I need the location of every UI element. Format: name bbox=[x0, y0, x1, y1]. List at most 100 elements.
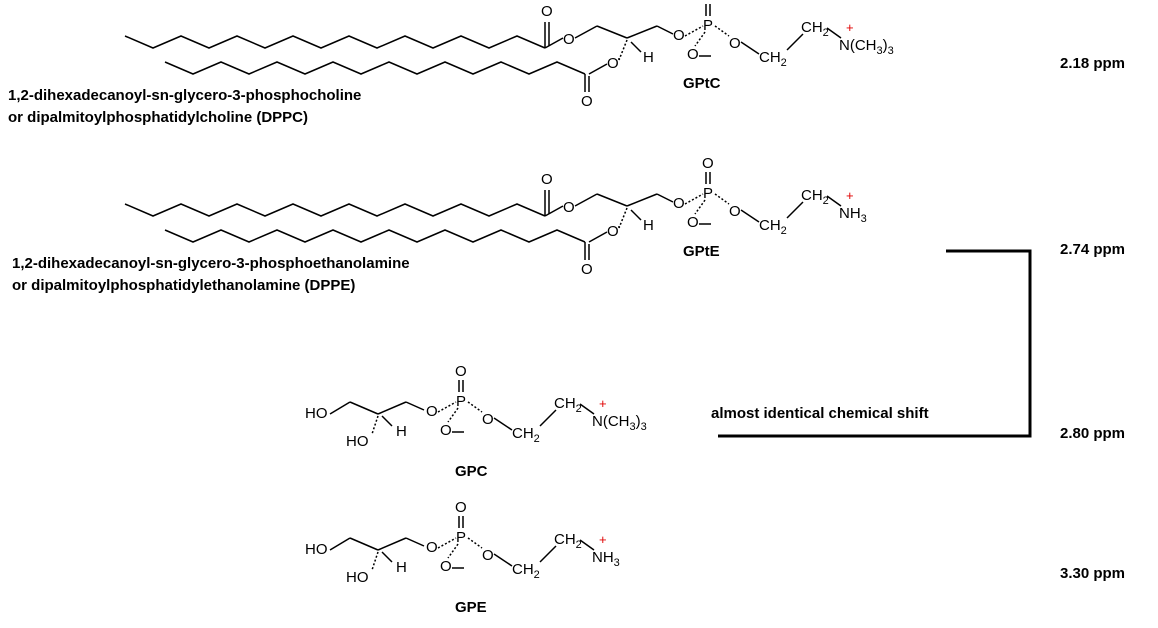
dppe-ch2-ch2-bond bbox=[786, 201, 804, 219]
gpe-plus-charge: + bbox=[599, 532, 607, 547]
gpc-c2-bond bbox=[349, 401, 379, 415]
dppc-p-ominus-bond bbox=[694, 31, 706, 47]
dppc-sn1-ester-bond bbox=[544, 37, 564, 49]
gpe-phosphoryl-o: O bbox=[455, 499, 467, 516]
dppe-name-line2: or dipalmitoylphosphatidylethanolamine (… bbox=[12, 277, 355, 294]
dppe-sn1-ester-o: O bbox=[563, 199, 575, 216]
dppc-o-ch2-bond bbox=[740, 41, 760, 55]
dppe-glycerol-o-bond bbox=[656, 193, 674, 203]
gpc-phosphoester-o: O bbox=[426, 403, 438, 420]
dppe-cation-group: NH3 bbox=[839, 205, 867, 225]
dppc-phosphoester-o: O bbox=[673, 27, 685, 44]
dppe-ch2-upper: CH2 bbox=[801, 187, 829, 207]
dppe-chemical-shift: 2.74 ppm bbox=[1060, 241, 1125, 258]
dppe-sn2-carbonyl-o: O bbox=[581, 261, 593, 278]
dppe-phosphoester-o: O bbox=[673, 195, 685, 212]
gpc-cation-group: N(CH3)3 bbox=[592, 413, 647, 433]
dppc-sn1-carbonyl-o: O bbox=[541, 3, 553, 20]
dppc-choline-o: O bbox=[729, 35, 741, 52]
dppe-o-ch2-bond bbox=[740, 209, 760, 223]
dppe-name-line1: 1,2-dihexadecanoyl-sn-glycero-3-phosphoe… bbox=[12, 255, 410, 272]
gpe-ch2-upper: CH2 bbox=[554, 531, 582, 551]
dppc-chemical-shift: 2.18 ppm bbox=[1060, 55, 1125, 72]
dppe-ch2-n-bond bbox=[826, 195, 842, 207]
gpe-p-ominus-bond bbox=[447, 543, 459, 559]
gpe-p-o-ester-bond bbox=[467, 537, 483, 549]
gpc-p-o-dashed-bond bbox=[437, 401, 457, 413]
gpc-c3-bond bbox=[377, 401, 407, 415]
dppc-sn2-ester-bond bbox=[588, 63, 608, 75]
dppc-phosphate-o-minus: O bbox=[687, 46, 699, 63]
dppe-structure: OOHOOOPOOOCH2CH2NH3+GPtE1,2-dihexadecano… bbox=[12, 155, 867, 294]
dppe-phosphorus: P bbox=[703, 185, 713, 202]
gpc-ch2-n-bond bbox=[579, 403, 595, 415]
gpe-cation-group: NH3 bbox=[592, 549, 620, 569]
gpe-phosphate-o-minus: O bbox=[440, 558, 452, 575]
dppc-sn1-ester-o: O bbox=[563, 31, 575, 48]
gpc-p-o-ester-bond bbox=[467, 401, 483, 413]
gpc-chemical-shift: 2.80 ppm bbox=[1060, 425, 1125, 442]
dppc-glycerol-c2 bbox=[596, 25, 628, 39]
gpe-o-bond bbox=[405, 537, 425, 547]
dppc-glycerol-c3 bbox=[626, 25, 658, 39]
gpc-o-bond bbox=[405, 401, 425, 411]
dppc-phosphorus: P bbox=[703, 17, 713, 34]
dppc-ch2-ch2-bond bbox=[786, 33, 804, 51]
gpc-plus-charge: + bbox=[599, 396, 607, 411]
gpe-c2-bond bbox=[349, 537, 379, 551]
gpe-ch2-lower: CH2 bbox=[512, 561, 540, 581]
dppe-phosphoryl-o: O bbox=[702, 155, 714, 172]
gpc-ch2-upper: CH2 bbox=[554, 395, 582, 415]
gpe-abbreviation: GPE bbox=[455, 599, 487, 616]
dppe-abbreviation: GPtE bbox=[683, 243, 720, 260]
dppe-glycerol-c3 bbox=[626, 193, 658, 207]
gpe-phosphorus: P bbox=[456, 529, 466, 546]
gpe-ch2-ch2-bond bbox=[539, 545, 557, 563]
dppe-phosphate-o-minus: O bbox=[687, 214, 699, 231]
dppc-abbreviation: GPtC bbox=[683, 75, 721, 92]
dppe-sn1-carbonyl-o: O bbox=[541, 171, 553, 188]
gpc-ch2-ch2-bond bbox=[539, 409, 557, 427]
dppc-cation-group: N(CH3)3 bbox=[839, 37, 894, 57]
dppe-plus-charge: + bbox=[846, 188, 854, 203]
dppc-structure: OOHOOOPOOOCH2CH2N(CH3)3+GPtC1,2-dihexade… bbox=[8, 0, 894, 126]
gpc-oh-wedge bbox=[371, 415, 379, 435]
dppc-h-bond bbox=[630, 41, 642, 53]
dppe-sn2-wedge bbox=[618, 207, 628, 229]
dppe-sn2-chain bbox=[164, 229, 586, 243]
gpc-secondary-hydroxyl: HO bbox=[346, 433, 369, 450]
gpe-chemical-shift: 3.30 ppm bbox=[1060, 565, 1125, 582]
dppe-sn1-chain bbox=[124, 203, 546, 217]
dppc-p-o-dashed-bond bbox=[684, 25, 704, 37]
dppe-sn2-ester-bond bbox=[588, 231, 608, 243]
dppc-glycerol-o-bond bbox=[656, 25, 674, 35]
gpe-o-ch2-bond bbox=[493, 553, 513, 567]
dppe-h-bond bbox=[630, 209, 642, 221]
dppe-sn2-ester-o: O bbox=[607, 223, 619, 240]
dppc-ch2-upper: CH2 bbox=[801, 19, 829, 39]
gpc-ch2-lower: CH2 bbox=[512, 425, 540, 445]
gpe-c1-bond bbox=[329, 537, 351, 551]
dppc-plus-charge: + bbox=[846, 20, 854, 35]
dppc-ch2-n-bond bbox=[826, 27, 842, 39]
dppe-sn1-ester-bond bbox=[544, 205, 564, 217]
molecules-layer: OOHOOOPOOOCH2CH2N(CH3)3+GPtC1,2-dihexade… bbox=[8, 0, 1125, 616]
gpc-h-bond bbox=[381, 415, 393, 427]
gpe-c3-bond bbox=[377, 537, 407, 551]
dppc-phosphoryl-o: O bbox=[702, 0, 714, 4]
annotation-label: almost identical chemical shift bbox=[711, 405, 929, 422]
gpc-primary-hydroxyl: HO bbox=[305, 405, 328, 422]
dppe-glycerol-c2 bbox=[596, 193, 628, 207]
gpc-c1-bond bbox=[329, 401, 351, 415]
dppc-glycerol-c1 bbox=[574, 25, 598, 39]
gpe-stereo-h: H bbox=[396, 559, 407, 576]
dppe-ch2-lower: CH2 bbox=[759, 217, 787, 237]
gpc-phosphoryl-o: O bbox=[455, 363, 467, 380]
comparison-bracket bbox=[718, 249, 1032, 438]
gpe-choline-o: O bbox=[482, 547, 494, 564]
dppc-sn2-chain bbox=[164, 61, 586, 75]
gpe-primary-hydroxyl: HO bbox=[305, 541, 328, 558]
gpc-abbreviation: GPC bbox=[455, 463, 488, 480]
